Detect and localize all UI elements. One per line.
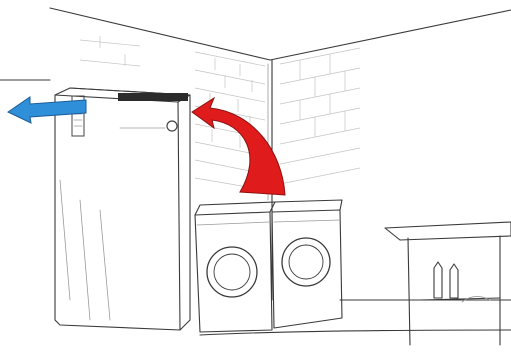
air-inflow-arrow	[192, 98, 285, 195]
washing-machine	[195, 202, 275, 332]
bottle-icon	[434, 262, 442, 298]
control-panel	[118, 93, 188, 101]
bottle-icon	[450, 264, 458, 298]
air-outflow-arrow	[8, 97, 86, 123]
washer-door-icon	[207, 247, 257, 297]
dryer	[272, 200, 342, 328]
heat-pump-unit	[55, 88, 190, 330]
wall-shelf	[385, 222, 511, 345]
brand-logo-icon	[167, 121, 177, 131]
